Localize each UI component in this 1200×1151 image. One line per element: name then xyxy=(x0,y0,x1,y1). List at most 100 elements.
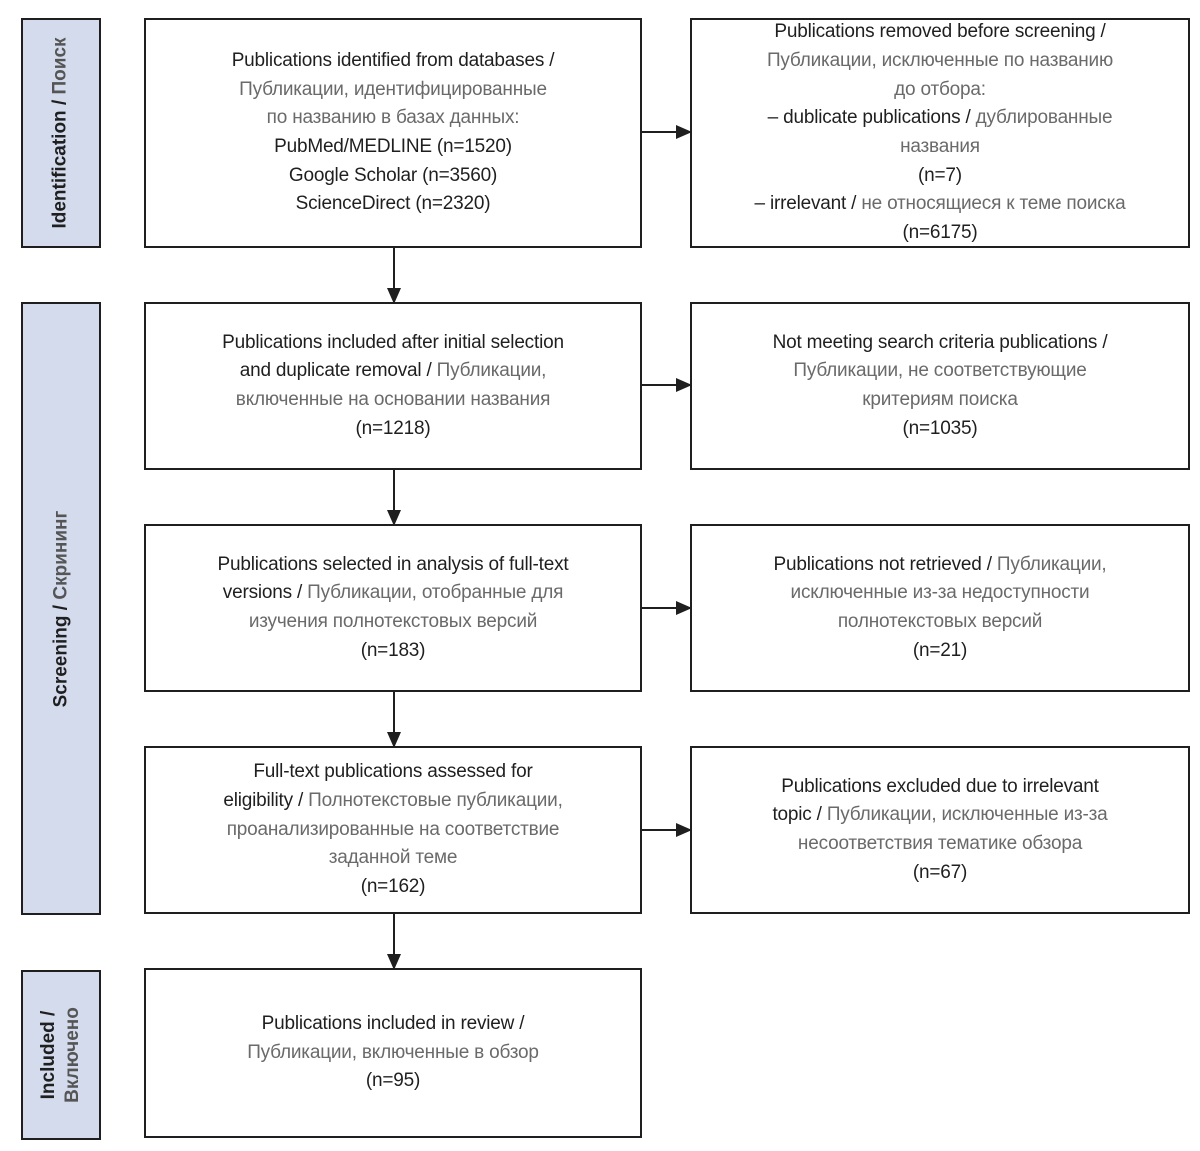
removed-text: – irrelevant / xyxy=(754,193,862,215)
included-review-text: (n=95) xyxy=(365,1070,421,1092)
not-meeting-text: критериям поиска xyxy=(862,389,1018,410)
removed-line: названия xyxy=(900,133,980,162)
removed-text: Publications removed before screening / xyxy=(774,21,1106,43)
excluded-topic-line: несоответствия тематике обзора xyxy=(798,830,1082,859)
removed-line: Publications removed before screening / xyxy=(774,18,1105,47)
box-identified: Publications identified from databases /… xyxy=(144,18,642,248)
removed-text: до отбора: xyxy=(894,78,986,100)
not-retrieved-line: (n=21) xyxy=(913,637,967,666)
stage-screening-separator: / xyxy=(50,599,71,616)
removed-text: не относящиеся к теме поиска xyxy=(861,193,1126,215)
initial-selection-text: Публикации, xyxy=(436,360,547,382)
stage-included-ru: Включено xyxy=(62,1007,83,1103)
stage-screening-ru: Скрининг xyxy=(50,510,71,600)
identified-text: Google Scholar (n=3560) xyxy=(288,164,498,186)
included-review-line: Публикации, включенные в обзор xyxy=(247,1039,539,1068)
removed-text: (n=7) xyxy=(918,164,962,186)
removed-text: Публикации, исключенные по названию xyxy=(766,49,1114,71)
assessed-text: eligibility / xyxy=(223,789,309,811)
removed-text: (n=6175) xyxy=(902,222,978,244)
stage-identification-ru: Поиск xyxy=(50,37,72,95)
not-meeting-line: (n=1035) xyxy=(903,415,978,444)
stage-identification-separator: / xyxy=(50,94,72,111)
assessed-line: (n=162) xyxy=(361,873,426,902)
stage-identification: Identification / Поиск xyxy=(21,18,101,248)
assessed-line: eligibility / Полнотекстовые публикации, xyxy=(223,787,563,816)
box-assessed-eligibility: Full-text publications assessed for eligi… xyxy=(144,746,642,914)
excluded-topic-text: Публикации, исключенные из-за xyxy=(826,804,1108,826)
stage-screening-en: Screening xyxy=(50,615,71,707)
box-initial-selection: Publications included after initial sele… xyxy=(144,302,642,470)
removed-line: – dublicate publications / дублированные xyxy=(768,104,1113,133)
assessed-line: проанализированные на соответствие xyxy=(227,816,560,845)
removed-line: Публикации, исключенные по названию xyxy=(767,47,1113,76)
excluded-topic-line: topic / Публикации, исключенные из-за xyxy=(772,801,1107,830)
stage-screening: Screening / Скрининг xyxy=(21,302,101,915)
excluded-topic-text: несоответствия тематике обзора xyxy=(797,833,1083,854)
assessed-text: проанализированные на соответствие xyxy=(226,818,560,840)
box-excluded-irrelevant-topic: Publications excluded due to irrelevant t… xyxy=(690,746,1190,914)
initial-selection-text: (n=1218) xyxy=(355,417,431,439)
not-retrieved-text: Публикации, xyxy=(996,553,1107,575)
excluded-topic-text: Publications excluded due to irrelevant xyxy=(781,775,1099,797)
not-meeting-line: критериям поиска xyxy=(862,386,1018,415)
excluded-topic-line: (n=67) xyxy=(913,859,967,888)
identified-line: по названию в базах данных: xyxy=(267,104,520,133)
identified-text: Публикации, идентифицированные xyxy=(239,78,547,100)
excluded-topic-line: Publications excluded due to irrelevant xyxy=(781,773,1099,802)
not-meeting-text: Публикации, не соответствующие xyxy=(793,360,1087,382)
identified-text: PubMed/MEDLINE (n=1520) xyxy=(274,136,512,157)
not-retrieved-line: Publications not retrieved / Публикации, xyxy=(774,551,1107,580)
identified-text: Publications identified from databases / xyxy=(231,49,555,71)
removed-line: до отбора: xyxy=(894,76,986,105)
identified-text: по названию в базах данных: xyxy=(266,107,520,129)
box-not-meeting-criteria: Not meeting search criteria publications… xyxy=(690,302,1190,470)
stage-included: Included / Включено xyxy=(21,970,101,1140)
full-text-selected-line: Publications selected in analysis of ful… xyxy=(218,551,569,580)
assessed-text: (n=162) xyxy=(360,876,426,898)
not-retrieved-text: Publications not retrieved / xyxy=(773,553,997,575)
full-text-selected-text: Публикации, отобранные для xyxy=(307,582,564,604)
removed-line: (n=6175) xyxy=(903,219,978,248)
not-retrieved-text: (n=21) xyxy=(912,639,968,661)
excluded-topic-text: (n=67) xyxy=(912,861,968,883)
full-text-selected-text: versions / xyxy=(222,582,308,604)
included-review-line: (n=95) xyxy=(366,1067,420,1096)
identified-line: ScienceDirect (n=2320) xyxy=(296,190,491,219)
full-text-selected-line: изучения полнотекстовых версий xyxy=(248,608,538,637)
full-text-selected-line: (n=183) xyxy=(361,637,426,666)
identified-line: Google Scholar (n=3560) xyxy=(289,162,497,191)
removed-text: – dublicate publications / xyxy=(767,107,976,129)
full-text-selected-text: изучения полнотекстовых версий xyxy=(248,611,538,632)
identified-line: Публикации, идентифицированные xyxy=(239,76,547,105)
stage-included-en: Included / xyxy=(38,1010,59,1100)
identified-line: Publications identified from databases / xyxy=(232,47,555,76)
assessed-text: Full-text publications assessed for xyxy=(253,761,533,783)
full-text-selected-text: (n=183) xyxy=(360,639,426,661)
box-full-text-selected: Publications selected in analysis of ful… xyxy=(144,524,642,692)
removed-line: – irrelevant / не относящиеся к теме пои… xyxy=(755,190,1126,219)
not-meeting-text: (n=1035) xyxy=(902,417,978,439)
identified-text: ScienceDirect (n=2320) xyxy=(295,193,491,215)
included-review-text: Публикации, включенные в обзор xyxy=(247,1041,539,1063)
excluded-topic-text: topic / xyxy=(772,804,827,826)
not-retrieved-line: полнотекстовых версий xyxy=(837,608,1043,637)
stage-identification-en: Identification xyxy=(50,110,72,229)
not-retrieved-text: полнотекстовых версий xyxy=(837,611,1043,632)
included-review-line: Publications included in review / xyxy=(262,1010,525,1039)
box-included-in-review: Publications included in review /Публика… xyxy=(144,968,642,1138)
assessed-line: Full-text publications assessed for xyxy=(253,758,532,787)
initial-selection-line: включенные на основании названия xyxy=(236,386,551,415)
not-retrieved-line: исключенные из-за недоступности xyxy=(791,579,1090,608)
not-retrieved-text: исключенные из-за недоступности xyxy=(790,582,1090,604)
assessed-text: заданной теме xyxy=(328,847,458,869)
initial-selection-line: and duplicate removal / Публикации, xyxy=(240,357,547,386)
not-meeting-line: Публикации, не соответствующие xyxy=(793,357,1086,386)
removed-line: (n=7) xyxy=(918,162,962,191)
not-meeting-line: Not meeting search criteria publications… xyxy=(773,329,1108,358)
stage-included-label: Included / Включено xyxy=(37,1007,85,1103)
assessed-text: Полнотекстовые публикации, xyxy=(308,789,563,811)
full-text-selected-text: Publications selected in analysis of ful… xyxy=(217,553,569,575)
full-text-selected-line: versions / Публикации, отобранные для xyxy=(222,579,564,608)
